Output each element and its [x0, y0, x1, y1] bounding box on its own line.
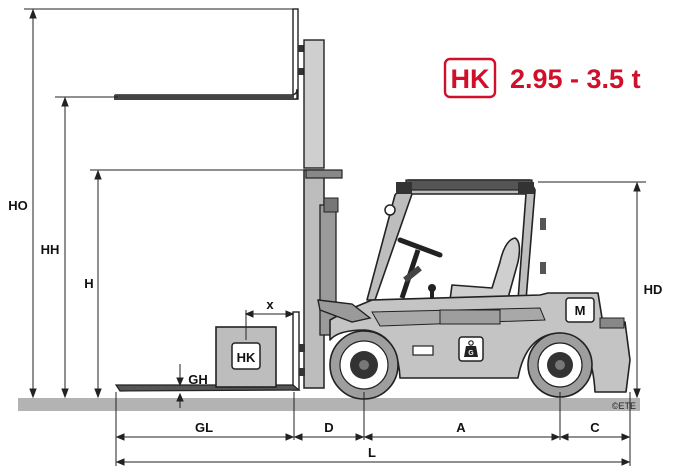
ground-strip: [18, 398, 640, 411]
label-gh: GH: [188, 372, 208, 387]
label-hh: HH: [41, 242, 60, 257]
model-badge-frame: [443, 57, 497, 99]
label-d: D: [324, 420, 333, 435]
raised-fork-mid: [114, 88, 298, 100]
label-a: A: [456, 420, 466, 435]
truck-body: M G: [317, 179, 631, 393]
weight-label: G: [468, 350, 474, 357]
rear-wheel: [527, 332, 593, 398]
model-title: HK 2.95 - 3.5 t: [443, 57, 641, 99]
label-ho: HO: [8, 198, 28, 213]
label-hd: HD: [644, 282, 663, 297]
raised-fork-top: [292, 8, 304, 100]
copyright: ©ETE: [612, 401, 636, 411]
mast: [303, 169, 343, 389]
label-x: x: [266, 297, 274, 312]
label-c: C: [590, 420, 600, 435]
dimension-lines: [24, 8, 646, 466]
front-wheel: [329, 330, 399, 400]
model-badge-text: HK: [451, 64, 490, 94]
model-capacity: 2.95 - 3.5 t: [510, 64, 641, 94]
load-box: HK: [215, 326, 277, 388]
label-gl: GL: [195, 420, 213, 435]
load-box-label: HK: [237, 350, 256, 365]
label-h: H: [84, 276, 93, 291]
mast-extension: [303, 39, 325, 169]
motor-label: M: [575, 303, 586, 318]
label-l: L: [368, 445, 376, 460]
